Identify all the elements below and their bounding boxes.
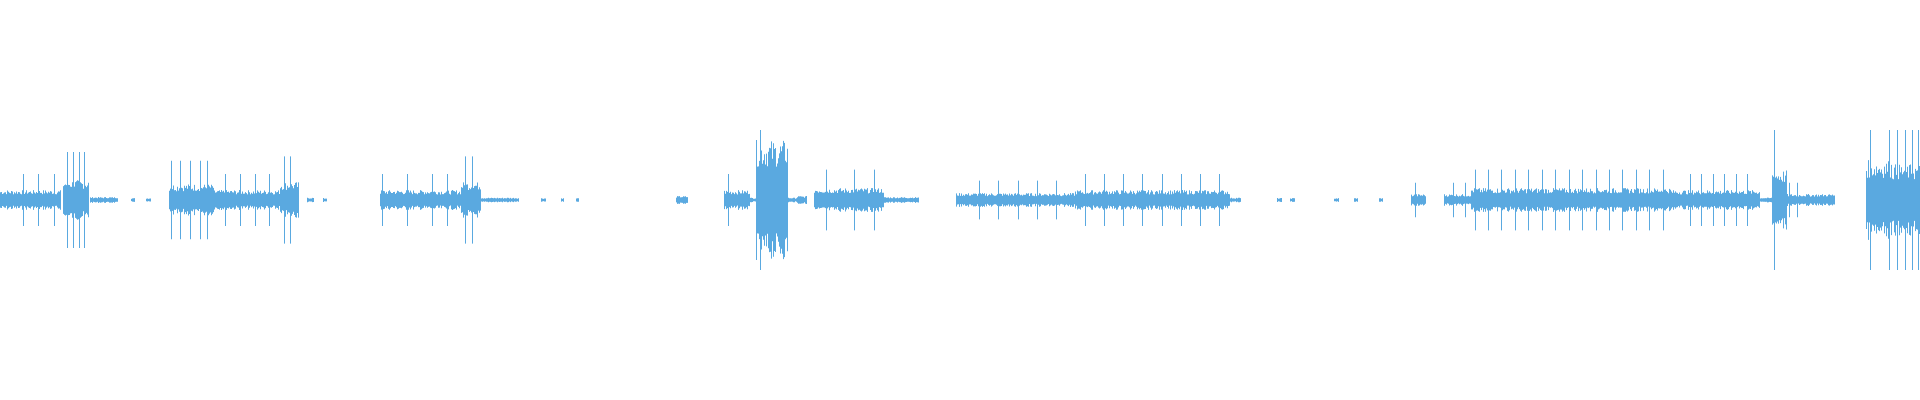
waveform-body [1334, 198, 1339, 202]
waveform-segment [541, 198, 546, 202]
waveform-segment [323, 198, 327, 202]
waveform-body [676, 196, 688, 204]
waveform-body [131, 198, 135, 202]
waveform-segment [1277, 198, 1282, 202]
waveform-body [63, 180, 89, 220]
waveform-segment [461, 156, 481, 244]
waveform-body [797, 196, 807, 204]
waveform-body [1354, 198, 1358, 202]
waveform-segment [561, 198, 564, 202]
waveform-segment [280, 156, 299, 244]
waveform-segment [1290, 198, 1295, 202]
waveform-body [323, 198, 327, 202]
waveform-body [576, 198, 579, 202]
waveform-body [146, 198, 151, 202]
waveform-segment [307, 197, 314, 203]
waveform-segment [1786, 182, 1835, 218]
waveform-segment [1444, 182, 1472, 218]
waveform-segment [169, 160, 214, 240]
waveform-segment [1670, 174, 1760, 226]
waveform-body [1277, 198, 1282, 202]
waveform-segment [576, 198, 579, 202]
waveform-body [541, 198, 546, 202]
waveform-segment [1891, 130, 1920, 270]
waveform-segment [1379, 198, 1383, 202]
waveform-segment [131, 198, 135, 202]
waveform-body [1759, 197, 1773, 203]
waveform-body [380, 190, 462, 210]
waveform-body [1411, 194, 1426, 206]
waveform-segment [1229, 197, 1241, 203]
waveform-body [1444, 194, 1472, 206]
waveform-body [1786, 194, 1835, 206]
waveform-body [307, 197, 314, 203]
waveform-segment [146, 198, 151, 202]
waveform-segment [1471, 169, 1671, 231]
waveform-body [1075, 190, 1230, 210]
waveform-body [1772, 170, 1787, 230]
waveform-body [756, 140, 788, 260]
waveform-segment [676, 196, 688, 204]
waveform-body [561, 198, 564, 202]
waveform-segment [213, 174, 281, 226]
waveform-body [169, 184, 214, 216]
waveform-segment [1334, 198, 1339, 202]
waveform-segment [1772, 130, 1787, 270]
waveform-body [956, 193, 1076, 207]
waveform-segment [1759, 197, 1773, 203]
waveform-segment [1411, 182, 1426, 218]
waveform-segment [756, 130, 788, 270]
waveform-body [90, 197, 118, 203]
waveform-segment [1866, 130, 1892, 270]
waveform-segment [814, 169, 884, 231]
waveform-segment [63, 152, 89, 248]
waveform-body [883, 197, 919, 203]
waveform-body [1290, 198, 1295, 202]
waveform-segment [797, 196, 807, 204]
waveform-segment [380, 174, 462, 226]
waveform-body [1379, 198, 1383, 202]
waveform-segment [724, 174, 750, 226]
waveform-segment [1354, 198, 1358, 202]
waveform-body [1670, 190, 1760, 210]
waveform-segment [90, 197, 118, 203]
waveform-segment [0, 174, 61, 226]
waveform-segment [1075, 174, 1230, 226]
waveform-segment [480, 197, 519, 203]
waveform-segment [883, 197, 919, 203]
waveform-body [280, 182, 299, 218]
waveform-body [749, 197, 757, 203]
waveform-segment [749, 197, 757, 203]
waveform-body [814, 188, 884, 212]
waveform-body [724, 190, 750, 210]
waveform-body [213, 190, 281, 210]
waveform-segment [956, 180, 1076, 220]
waveform-body [1229, 197, 1241, 203]
waveform-body [480, 197, 519, 203]
waveform-body [0, 190, 61, 210]
waveform-body [461, 182, 481, 218]
